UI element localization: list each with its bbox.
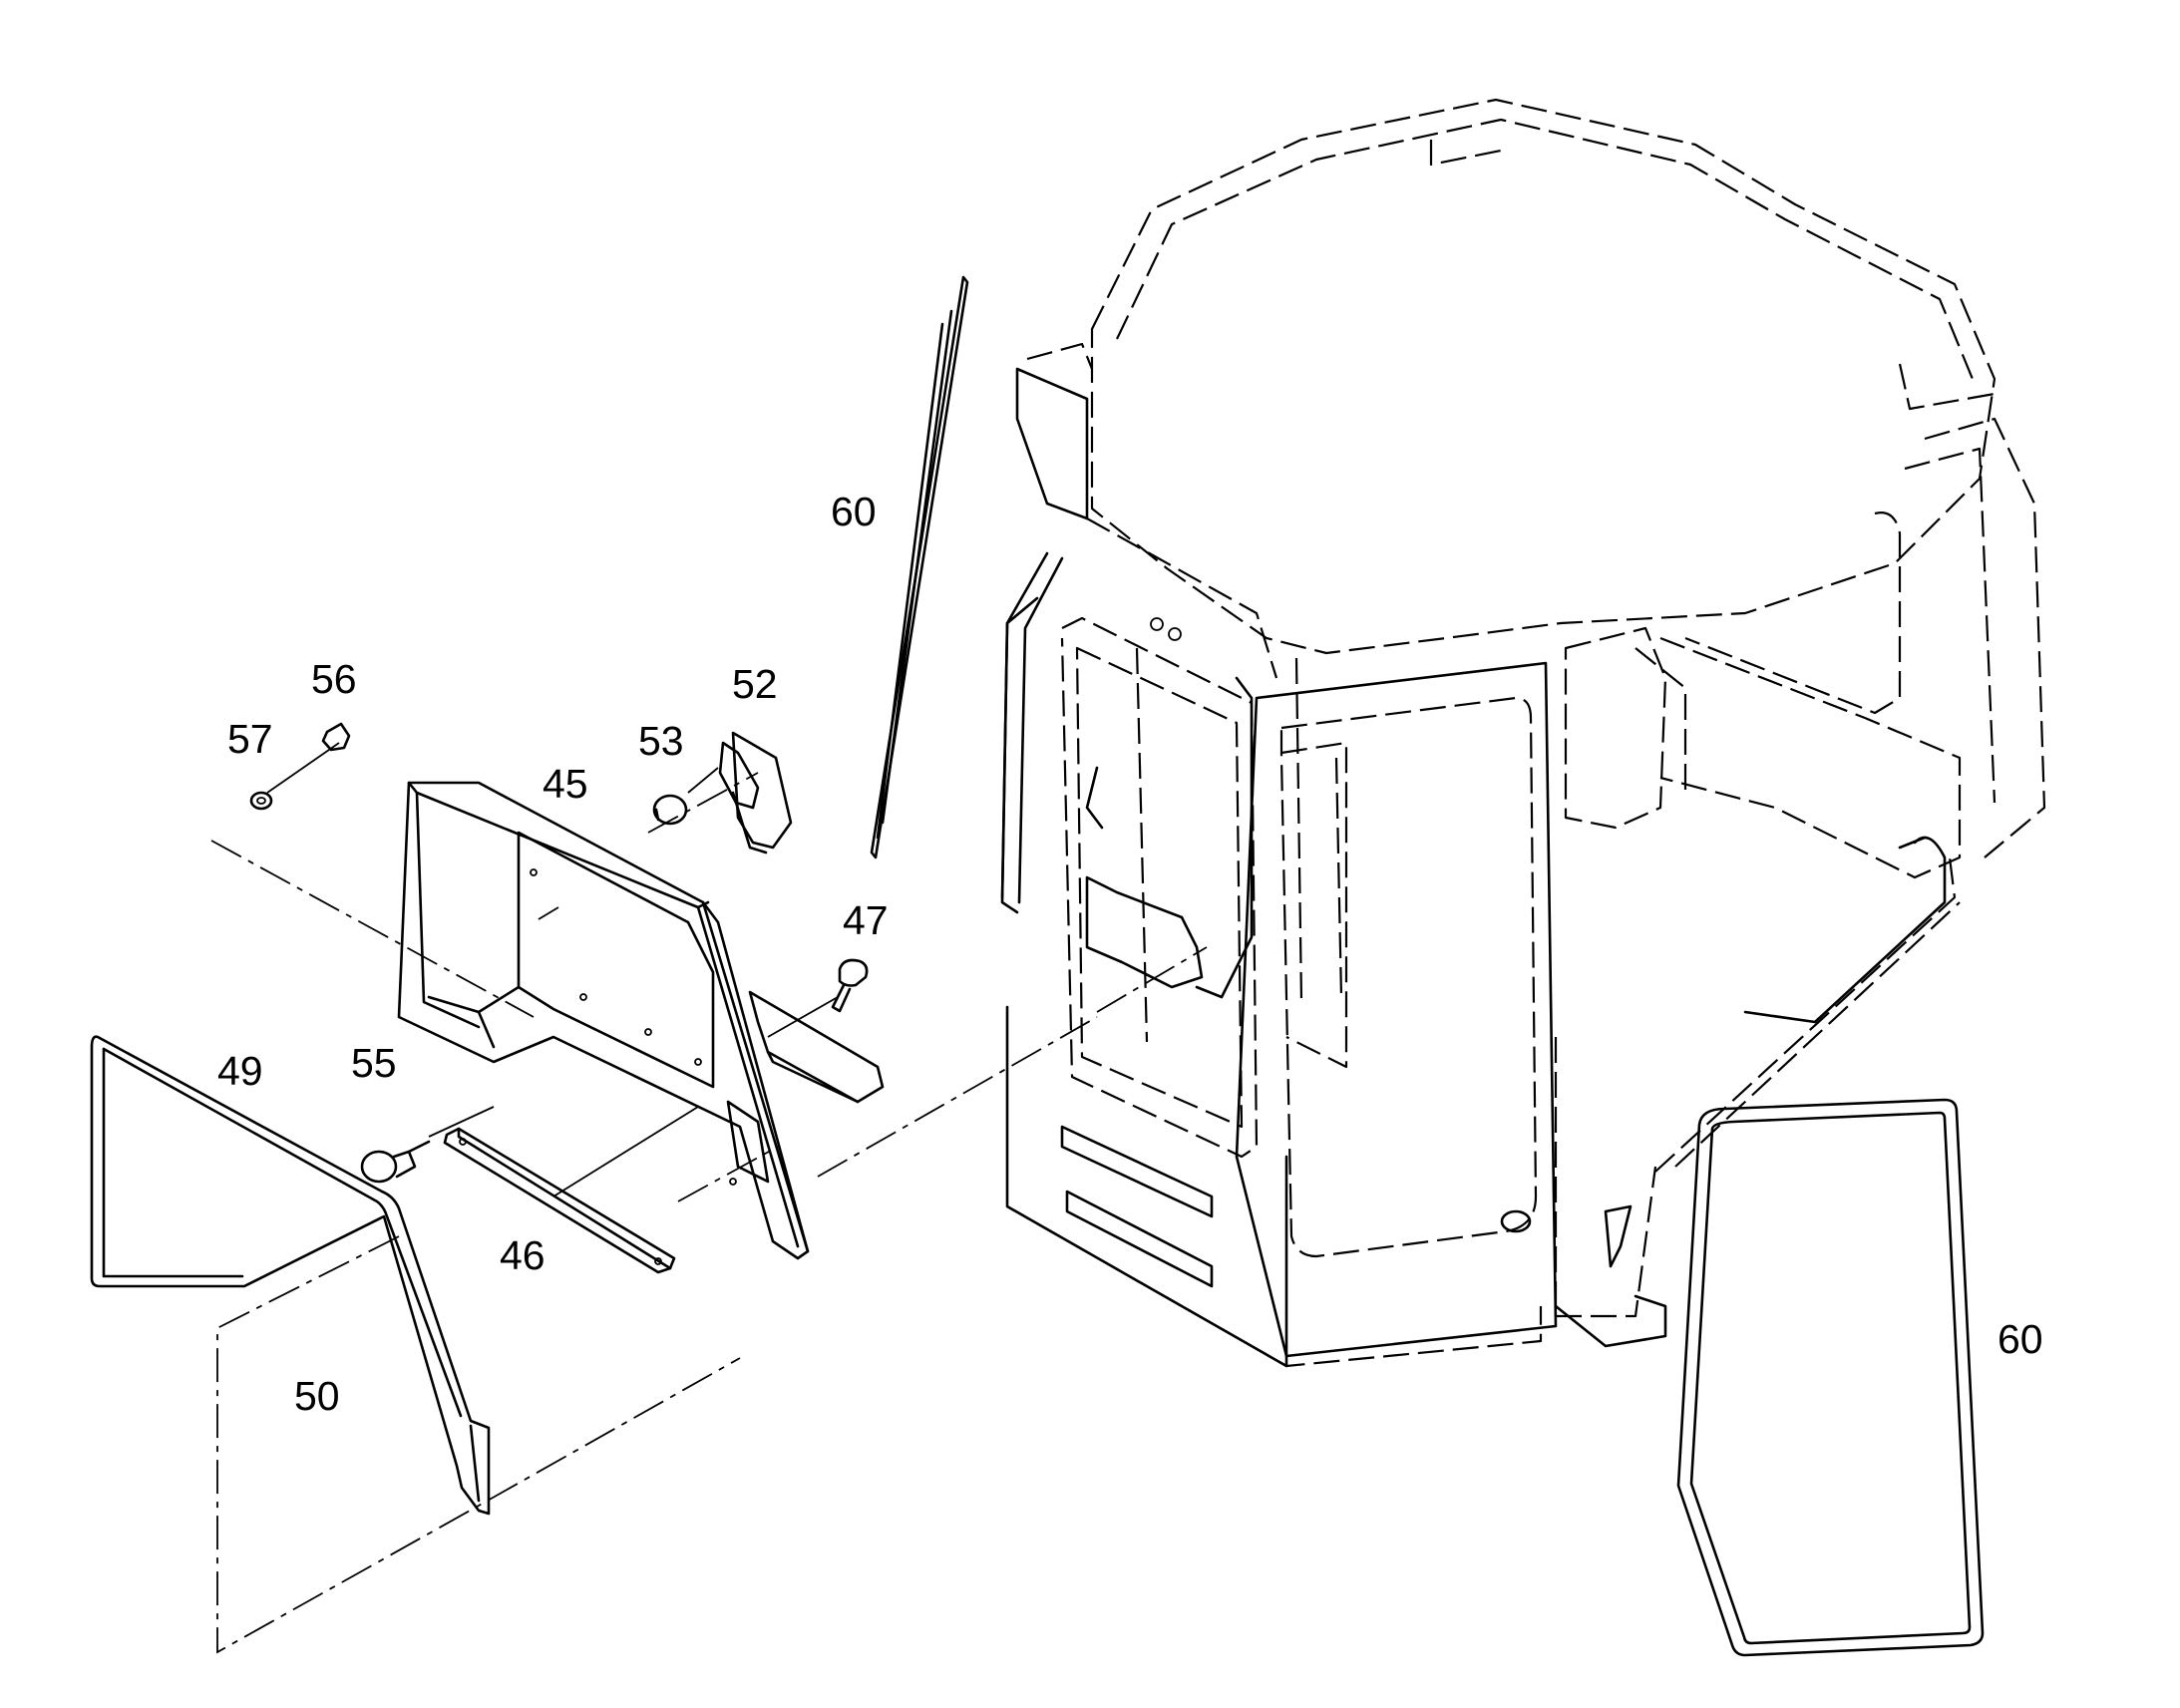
callout-60-bottom: 60: [1998, 1316, 2043, 1362]
part-56-nut: [321, 722, 351, 752]
callout-45: 45: [543, 761, 588, 807]
callout-53: 53: [638, 718, 684, 764]
callout-56: 56: [311, 656, 357, 702]
callout-50: 50: [294, 1373, 340, 1419]
part-57-washer: [249, 791, 273, 811]
callout-52: 52: [732, 661, 778, 707]
part-52-latch: [718, 731, 793, 854]
leader-lines: [210, 742, 1208, 1654]
part-47-bracket: [748, 958, 885, 1104]
part-60-bottom-window-seal: [1676, 1098, 1985, 1657]
cab-frame: [1000, 98, 2046, 1368]
part-60-top-gasket: [870, 275, 969, 859]
part-45-frame: [397, 781, 810, 1260]
callouts: 45 46 47 49 50 52 53 55 56 57 60 60: [217, 489, 2043, 1419]
callout-47: 47: [843, 897, 889, 943]
callout-57: 57: [227, 716, 273, 762]
part-53-cap: [652, 794, 688, 826]
part-49-window-seal: [90, 1035, 491, 1516]
callout-60-top: 60: [831, 489, 877, 534]
part-46-strip: [443, 1127, 676, 1274]
part-55-knob: [360, 1140, 431, 1184]
callout-49: 49: [217, 1048, 263, 1094]
callout-46: 46: [500, 1232, 545, 1278]
callout-55: 55: [351, 1040, 397, 1086]
